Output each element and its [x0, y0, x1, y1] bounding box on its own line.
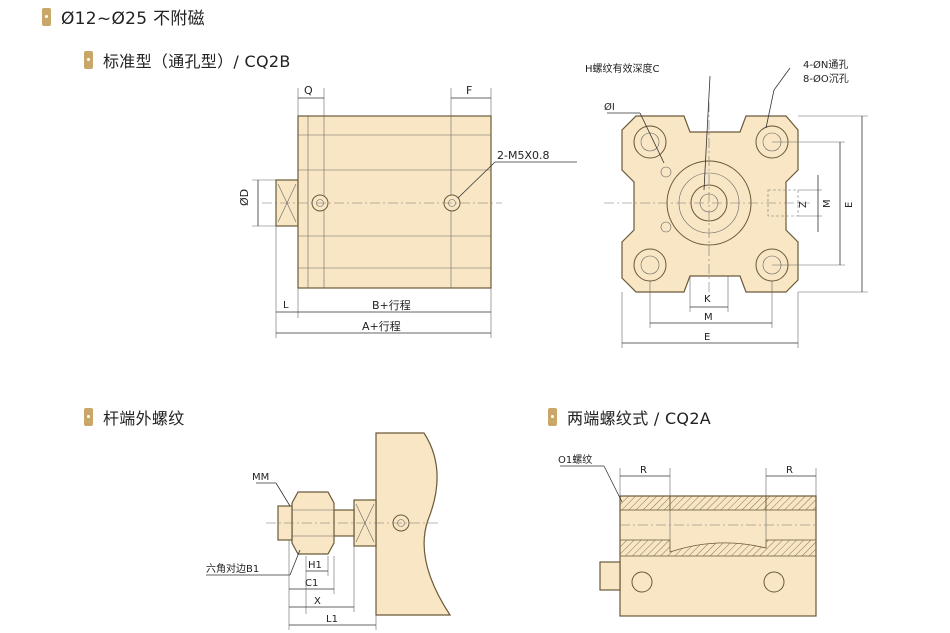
- section-bullet-icon: [84, 51, 93, 69]
- cq2a-view: R R O1螺纹: [558, 453, 817, 617]
- section-rod-thread-text: 杆端外螺纹: [103, 409, 185, 428]
- dim-o1-label: O1螺纹: [558, 453, 592, 466]
- dim-o-label: 8-ØO沉孔: [803, 72, 849, 85]
- dim-eh-label: E: [704, 332, 710, 343]
- section-cq2b-text: 标准型（通孔型）/ CQ2B: [103, 52, 291, 71]
- rod-thread-view: MM 六角对边B1 H1 C1 X L1: [206, 432, 452, 630]
- dim-a-label: A+行程: [362, 320, 401, 333]
- page-title: Ø12~Ø25 不附磁: [42, 4, 205, 29]
- section-cq2a-text: 两端螺纹式 / CQ2A: [567, 409, 712, 428]
- dim-mh-label: M: [704, 312, 713, 323]
- section-cq2a-heading: 两端螺纹式 / CQ2A: [548, 405, 711, 429]
- section-cq2b-heading: 标准型（通孔型）/ CQ2B: [84, 48, 291, 72]
- dim-z-label: Z: [798, 201, 809, 208]
- dim-q-label: Q: [304, 84, 313, 97]
- side-view: Q F 2-M5X0.8 ØD L B+行程 A+行程: [238, 84, 577, 338]
- dim-mm-label: MM: [252, 472, 269, 483]
- dim-ev-label: E: [844, 202, 855, 208]
- dim-m5-label: 2-M5X0.8: [497, 149, 550, 162]
- page-title-text: Ø12~Ø25 不附磁: [61, 9, 205, 29]
- dim-x-label: X: [314, 596, 321, 607]
- dim-c1-label: C1: [305, 578, 318, 589]
- dim-l-label: L: [283, 300, 289, 311]
- front-view: H螺纹有效深度C 4-ØN通孔 8-ØO沉孔 ØI Z M E K M E: [585, 59, 868, 348]
- dim-h-label: H螺纹有效深度C: [585, 62, 660, 75]
- dim-mv-label: M: [822, 199, 833, 208]
- section-rod-thread-heading: 杆端外螺纹: [84, 405, 185, 429]
- dim-f-label: F: [466, 84, 472, 97]
- dim-l1-label: L1: [326, 614, 338, 625]
- dim-d-label: ØD: [238, 189, 251, 206]
- dim-k-label: K: [704, 294, 711, 305]
- rod-body-section: [375, 432, 452, 616]
- dim-b-label: B+行程: [372, 299, 411, 312]
- dim-h1-label: H1: [308, 560, 322, 571]
- section-bullet-icon: [84, 408, 93, 426]
- title-bullet-icon: [42, 7, 51, 26]
- dim-b1-label: 六角对边B1: [206, 562, 259, 575]
- dim-r1-label: R: [640, 465, 647, 476]
- dim-r2-label: R: [786, 465, 793, 476]
- section-bullet-icon: [548, 408, 557, 426]
- dim-i-label: ØI: [604, 101, 615, 113]
- dim-n-label: 4-ØN通孔: [803, 59, 848, 71]
